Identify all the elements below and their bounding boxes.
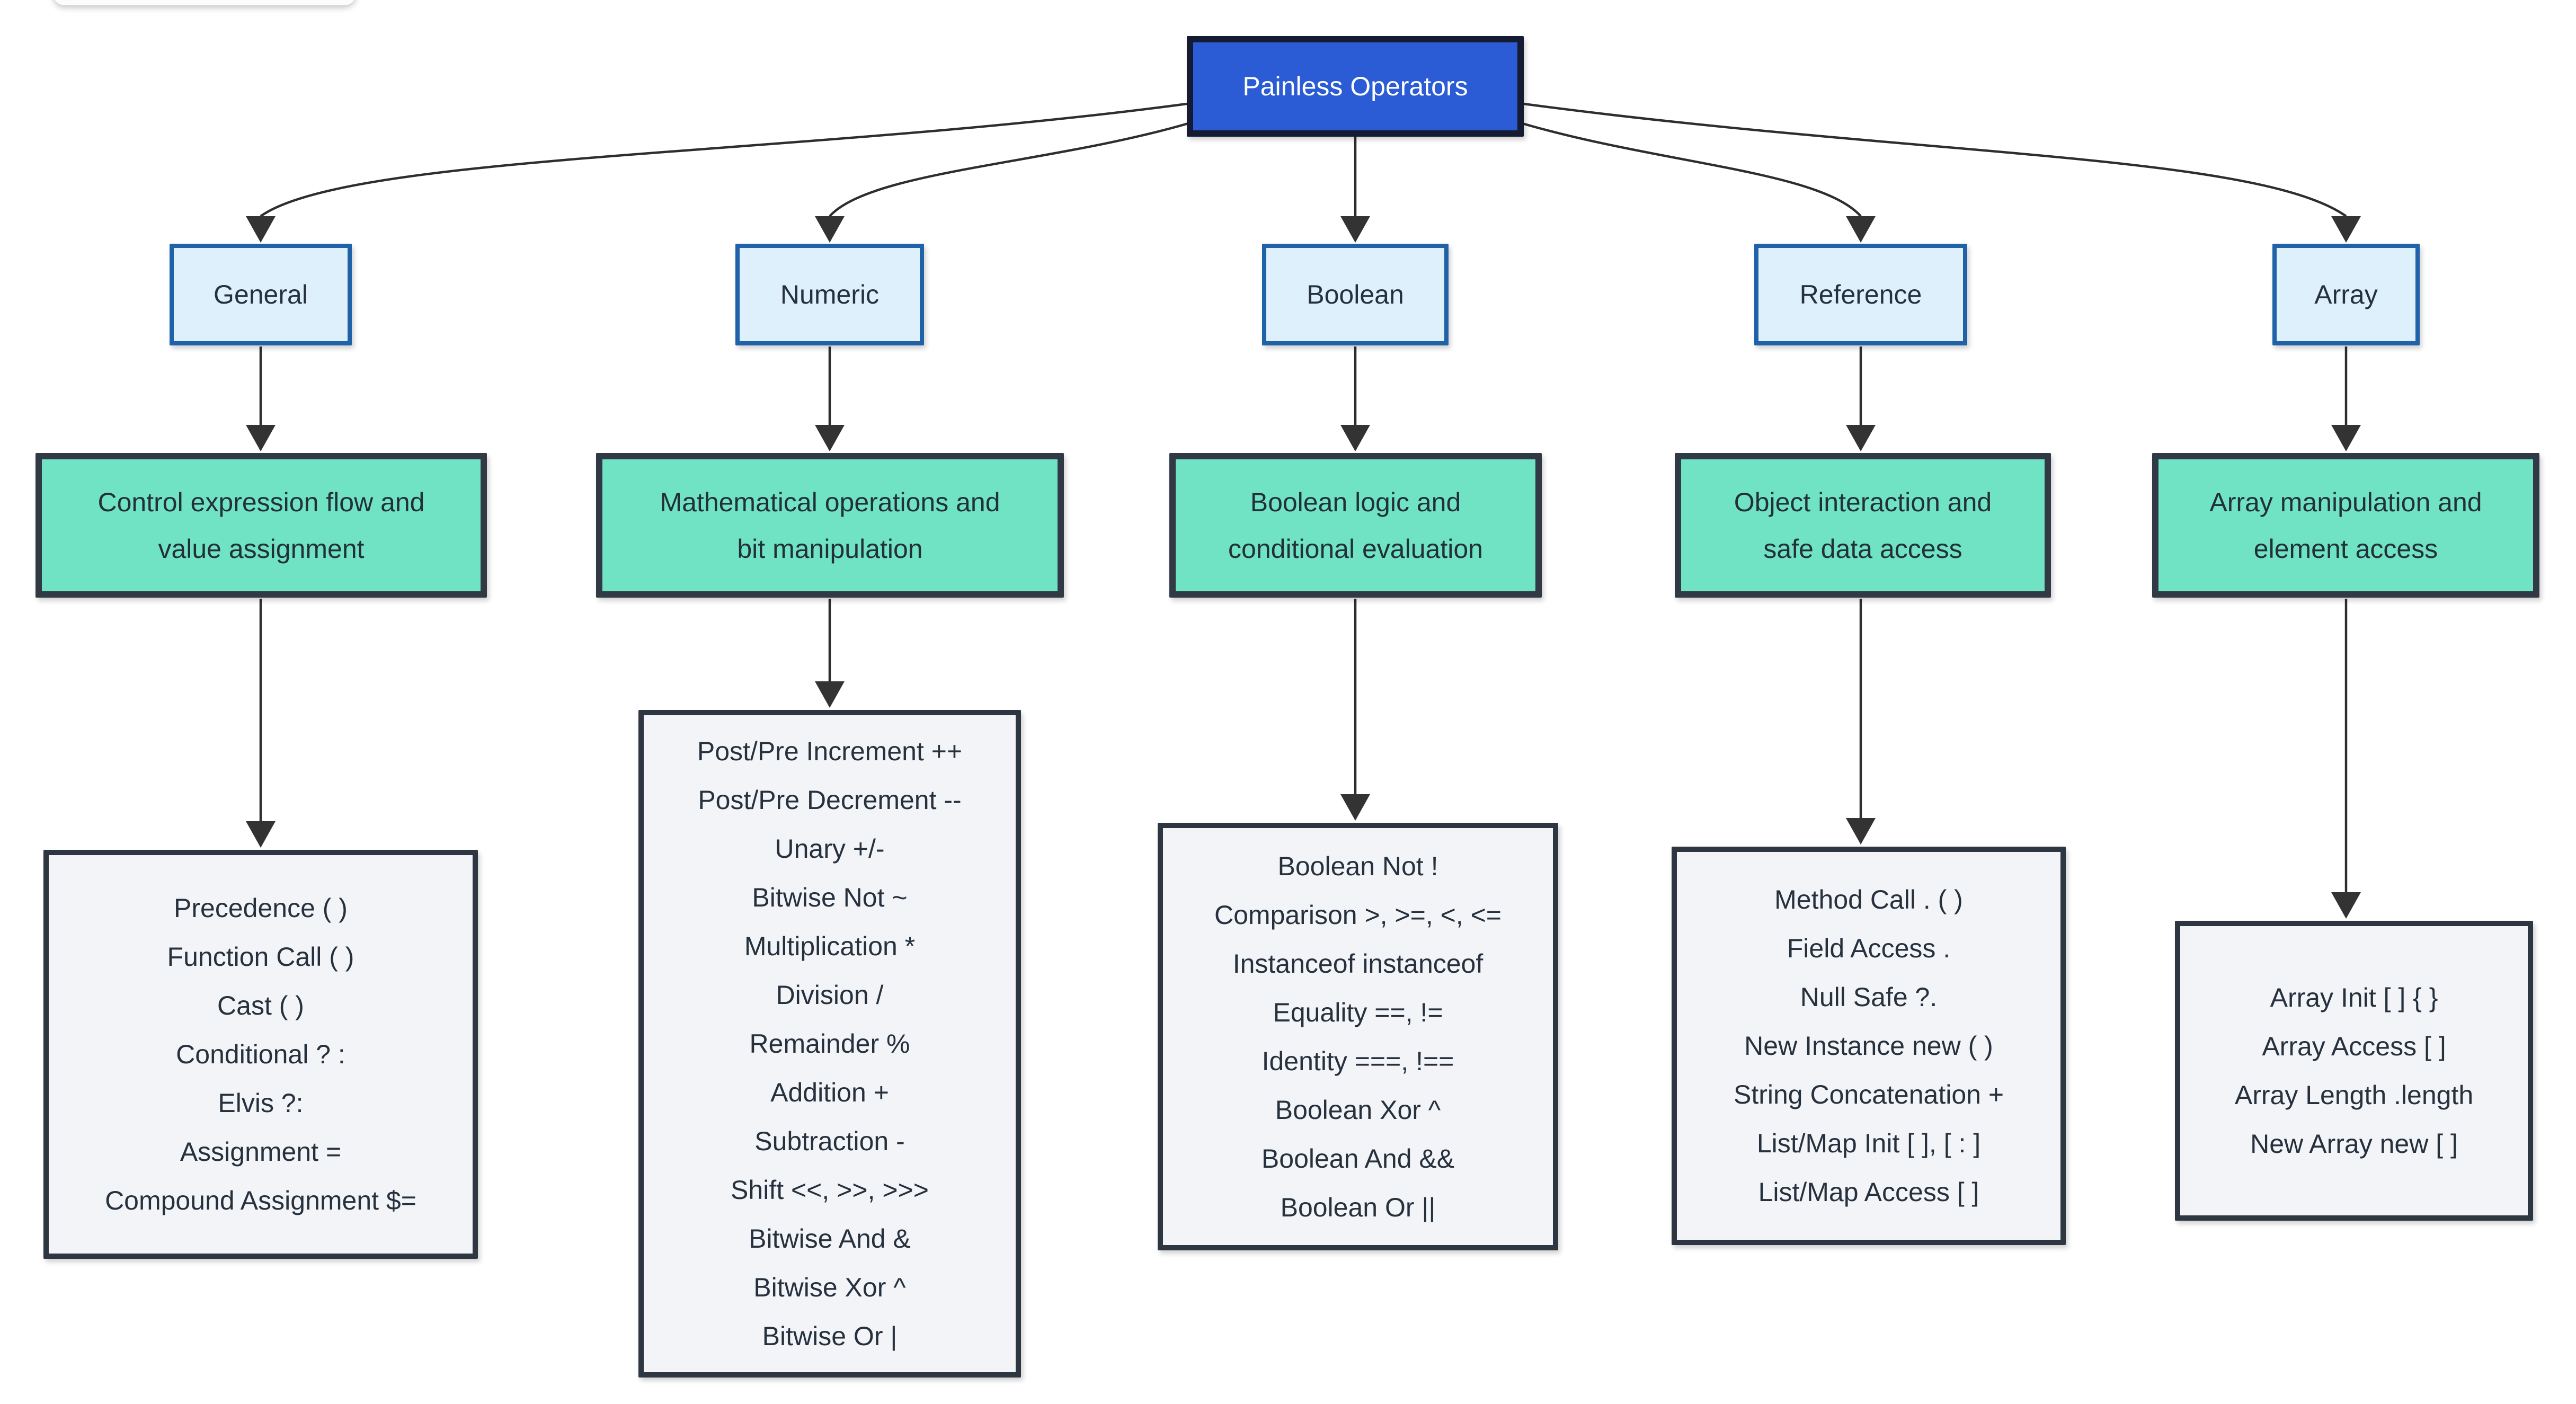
summary-line: element access [2253,534,2438,564]
operator-item: Multiplication * [744,931,916,961]
summary-line: Boolean logic and [1250,487,1461,517]
edge-root-reference [1520,121,1862,217]
summary-line: safe data access [1763,534,1962,564]
summary-line: Object interaction and [1734,487,1992,517]
operator-item: Array Length .length [2234,1080,2474,1110]
detail-node-array: Array Init [ ] { } Array Access [ ] Arra… [2175,921,2533,1221]
summary-line: Control expression flow and [97,487,425,517]
operator-item: Boolean And && [1261,1143,1455,1174]
edge-root-array [1523,102,2347,217]
arrowhead [815,681,845,708]
edge-root-numeric [829,121,1191,217]
arrowhead [815,216,845,243]
operator-item: Unary +/- [775,834,885,864]
operator-item: Compound Assignment $= [105,1186,416,1215]
operator-item: Conditional ? : [176,1039,345,1069]
summary-node-array: Array manipulation and element access [2152,453,2539,598]
operator-item: Boolean Not ! [1277,851,1438,881]
detail-node-boolean: Boolean Not ! Comparison >, >=, <, <= In… [1158,823,1558,1250]
arrowhead [246,425,276,451]
arrowhead [2331,216,2361,243]
summary-node-boolean: Boolean logic and conditional evaluation [1169,453,1542,598]
category-node-numeric: Numeric [735,244,924,345]
operator-item: Subtraction - [754,1126,905,1156]
arrowhead [1340,425,1370,451]
summary-line: Array manipulation and [2209,487,2482,517]
operator-item: Elvis ?: [218,1088,304,1118]
arrowhead [1846,818,1876,845]
arrowhead [2331,425,2361,451]
category-label: Reference [1799,280,1922,309]
operator-item: Method Call . ( ) [1774,885,1963,914]
arrowhead [1846,425,1876,451]
operator-item: New Array new [ ] [2250,1129,2458,1159]
category-node-boolean: Boolean [1262,244,1449,345]
operator-item: Comparison >, >=, <, <= [1214,900,1502,930]
edge-root-general [260,102,1187,217]
operator-item: Bitwise Xor ^ [753,1273,906,1302]
arrowhead [1846,216,1876,243]
operator-item: Division / [776,980,884,1010]
operator-item: Assignment = [180,1137,342,1167]
operator-item: Function Call ( ) [167,942,354,972]
detail-node-numeric: Post/Pre Increment ++ Post/Pre Decrement… [638,710,1021,1378]
operator-item: List/Map Access [ ] [1758,1177,1979,1207]
category-node-reference: Reference [1754,244,1967,345]
arrowhead [1340,794,1370,821]
category-label: Boolean [1307,280,1404,309]
arrowhead [815,425,845,451]
arrowhead [2331,892,2361,919]
clipped-top-element [53,0,356,5]
operator-item: Identity ===, !== [1262,1046,1454,1076]
operator-item: Bitwise Or | [762,1321,898,1351]
root-label: Painless Operators [1242,72,1468,101]
operator-item: Boolean Or || [1280,1192,1436,1222]
operator-item: Remainder % [749,1029,910,1059]
operator-item: Instanceof instanceof [1232,948,1484,979]
operator-item: Cast ( ) [217,991,304,1020]
summary-node-general: Control expression flow and value assign… [35,453,487,598]
summary-line: bit manipulation [737,534,923,564]
category-label: Array [2314,280,2378,309]
summary-node-numeric: Mathematical operations and bit manipula… [596,453,1064,598]
operator-item: Array Init [ ] { } [2270,983,2438,1012]
category-label: Numeric [780,280,880,309]
summary-line: Mathematical operations and [660,487,1000,517]
operator-item: Post/Pre Decrement -- [698,785,962,815]
operator-item: Shift <<, >>, >>> [731,1175,929,1205]
operator-item: List/Map Init [ ], [ : ] [1756,1128,1981,1158]
arrowhead [246,821,276,848]
operator-item: Post/Pre Increment ++ [697,736,963,766]
operator-item: New Instance new ( ) [1744,1031,1993,1061]
operator-item: Bitwise And & [749,1224,911,1254]
detail-node-general: Precedence ( ) Function Call ( ) Cast ( … [43,850,478,1259]
detail-node-reference: Method Call . ( ) Field Access . Null Sa… [1672,847,2066,1245]
operator-item: String Concatenation + [1733,1080,2004,1109]
root-node: Painless Operators [1187,36,1524,137]
operator-item: Precedence ( ) [174,893,348,923]
category-node-general: General [170,244,352,345]
category-label: General [214,280,308,309]
arrowhead [246,216,276,243]
operator-item: Field Access . [1787,934,1951,963]
operator-item: Array Access [ ] [2262,1032,2446,1061]
arrowhead [1340,216,1370,243]
operator-item: Null Safe ?. [1800,982,1938,1012]
summary-node-reference: Object interaction and safe data access [1675,453,2051,598]
operator-item: Boolean Xor ^ [1275,1095,1441,1125]
operator-item: Bitwise Not ~ [752,883,908,912]
operator-item: Addition + [770,1078,889,1107]
category-node-array: Array [2272,244,2420,345]
summary-line: value assignment [158,534,365,564]
summary-line: conditional evaluation [1228,534,1483,564]
operator-item: Equality ==, != [1273,997,1443,1027]
